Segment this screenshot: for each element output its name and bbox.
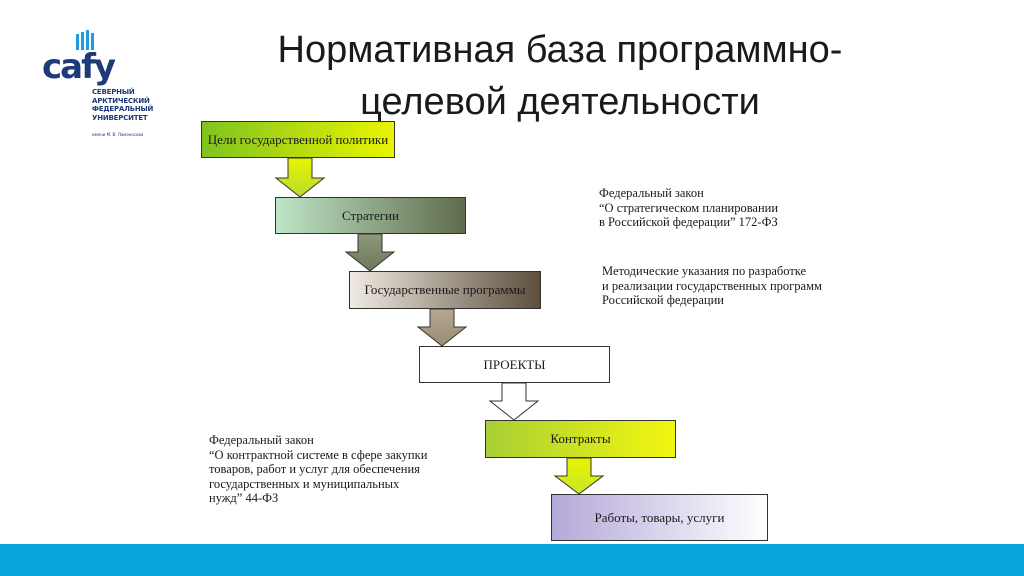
box-policy-goals-label: Цели государственной политики [207, 131, 389, 147]
note-contract-system-law: Федеральный закон “О контрактной системе… [209, 433, 428, 505]
slide-title: Нормативная база программно-целевой деят… [277, 29, 843, 123]
box-bg-3 [349, 271, 541, 309]
box-bg-1 [201, 121, 395, 158]
box-strategies: Стратегии [275, 197, 466, 234]
footer-accent-bar [0, 544, 1024, 576]
box-projects: ПРОЕКТЫ [419, 346, 610, 383]
logo-wordmark: cafy [42, 47, 116, 87]
box-bg-6 [551, 494, 768, 541]
note-methodological-guidelines: Методические указания по разработке и ре… [602, 264, 822, 307]
box-works-goods-services: Работы, товары, услуги [551, 494, 768, 541]
box-contracts-label: Контракты [550, 431, 611, 446]
flow-arrow-4 [488, 382, 540, 421]
box-strategies-label: Стратегии [342, 207, 399, 223]
university-logo: cafy СЕВЕРНЫЙ АРКТИЧЕСКИЙ ФЕДЕРАЛЬНЫЙ УН… [42, 30, 154, 142]
flow-arrow-1 [274, 157, 326, 198]
box-policy-goals: Цели государственной политики [201, 121, 395, 158]
box-state-programs: Государственные программы [349, 271, 541, 309]
box-bg-5 [485, 420, 676, 458]
logo-university-name: СЕВЕРНЫЙ АРКТИЧЕСКИЙ ФЕДЕРАЛЬНЫЙ УНИВЕРС… [92, 88, 154, 122]
flow-arrow-2 [344, 233, 396, 272]
flow-arrow-5 [553, 457, 605, 495]
box-projects-label: ПРОЕКТЫ [483, 356, 546, 372]
flow-arrow-3 [416, 308, 468, 347]
box-bg-2 [275, 197, 466, 234]
logo-subtitle: имени М. В. Ломоносова [92, 132, 144, 137]
box-bg-4 [419, 346, 610, 383]
box-contracts: Контракты [485, 420, 676, 458]
box-works-goods-services-label: Работы, товары, услуги [594, 509, 725, 525]
box-state-programs-label: Государственные программы [364, 282, 526, 297]
note-strategic-planning-law: Федеральный закон “О стратегическом план… [599, 186, 779, 229]
book-icon [76, 30, 94, 50]
